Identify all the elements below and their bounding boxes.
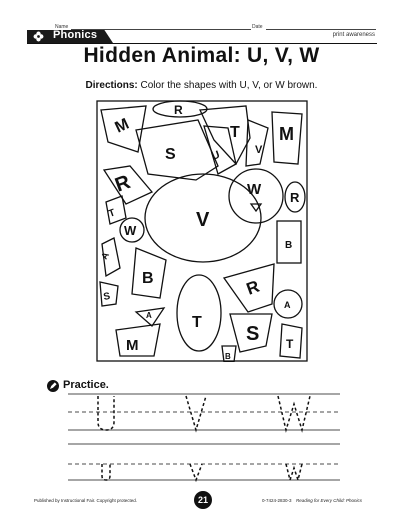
handwriting-lines: [68, 393, 340, 482]
trace-u-large: [97, 396, 115, 431]
pencil-badge-icon: [47, 380, 59, 392]
shape-t-small: [105, 195, 127, 225]
shape-b-right: [276, 220, 302, 264]
letter-w-circle-left: W: [124, 223, 137, 238]
letter-b-mid: B: [142, 270, 154, 287]
shape-b-mid: [131, 247, 167, 299]
letter-s-bottom: S: [246, 323, 259, 345]
section-title: Phonics: [53, 29, 98, 41]
letter-r-oval: R: [174, 103, 183, 117]
shape-s-bottom: [229, 313, 273, 353]
letter-r-right: R: [290, 190, 300, 205]
footer-book-title: Reading for Every Child: Phonics: [296, 498, 363, 503]
letter-v-small: V: [255, 144, 263, 156]
footer-code: 0-7424-2830-3: [262, 498, 292, 503]
shape-r-left: [102, 165, 154, 205]
shape-r-right: [284, 181, 306, 213]
trace-w-small: [285, 463, 303, 482]
name-line: [71, 29, 251, 30]
hidden-animal-puzzle: M R S U T V M R T W V W R B A B S A R T …: [96, 100, 308, 362]
date-line: [266, 29, 376, 30]
trace-w-large: [277, 395, 311, 433]
shape-w-right: [228, 168, 284, 224]
shape-w-left: [119, 217, 145, 243]
shape-m-left: [100, 105, 147, 153]
practice-label: Practice.: [63, 379, 109, 391]
letter-t-top: T: [230, 124, 240, 141]
trace-v-small: [189, 463, 203, 482]
letter-b-right: B: [285, 240, 292, 251]
letter-a-circle: A: [284, 300, 291, 310]
shape-m-bottom: [115, 323, 161, 357]
letter-a-small: A: [146, 311, 152, 320]
letter-r-lower: R: [244, 277, 262, 299]
shape-s-left: [99, 281, 119, 307]
letter-b-small: B: [225, 352, 231, 361]
letter-m-left: M: [113, 116, 132, 137]
section-tab: [27, 30, 113, 43]
letter-u: U: [210, 149, 222, 163]
trace-v-large: [185, 395, 207, 433]
shape-r-lower: [222, 263, 275, 313]
directions-label: Directions:: [85, 80, 138, 91]
letter-t-small: T: [107, 207, 117, 219]
shape-a-left: [101, 237, 121, 278]
shape-t-bottom: [279, 323, 303, 359]
shape-t-top: [199, 105, 251, 166]
section-rule: [27, 31, 377, 44]
letter-w-circle-right: W: [247, 181, 262, 198]
shape-t-oval: [176, 274, 222, 352]
trace-u-small: [101, 464, 111, 481]
letter-m-right: M: [279, 124, 294, 144]
shape-b-small: [221, 345, 237, 362]
shape-v-center: [144, 173, 262, 263]
directions: Directions: Color the shapes with U, V, …: [0, 80, 403, 91]
shape-v-small: [245, 119, 269, 167]
footer-copyright: Published by Instructional Fair. Copyrig…: [34, 498, 138, 503]
date-label: Date: [252, 24, 263, 30]
shape-a-circle: [273, 289, 303, 319]
name-label: Name: [55, 24, 69, 30]
shape-m-right: [271, 111, 303, 165]
puzzle-frame: [96, 100, 308, 362]
shape-w-triangle: [249, 203, 263, 213]
letter-m-bottom: M: [126, 337, 139, 354]
letter-t-oval: T: [192, 314, 202, 331]
letter-r-left: R: [112, 171, 134, 197]
page-number: 21: [194, 491, 212, 509]
letter-v-center: V: [196, 209, 210, 231]
flower-icon: [33, 31, 44, 42]
subject-label: print awareness: [332, 32, 375, 38]
shape-a-small: [134, 307, 166, 327]
directions-text: Color the shapes with U, V, or W brown.: [137, 80, 318, 91]
letter-s-big: S: [165, 146, 176, 163]
letter-t-bottom: T: [286, 337, 294, 351]
letter-a-left: A: [99, 250, 111, 261]
shape-s: [135, 119, 219, 181]
page-title: Hidden Animal: U, V, W: [83, 44, 320, 67]
letter-s-left: S: [103, 291, 112, 303]
